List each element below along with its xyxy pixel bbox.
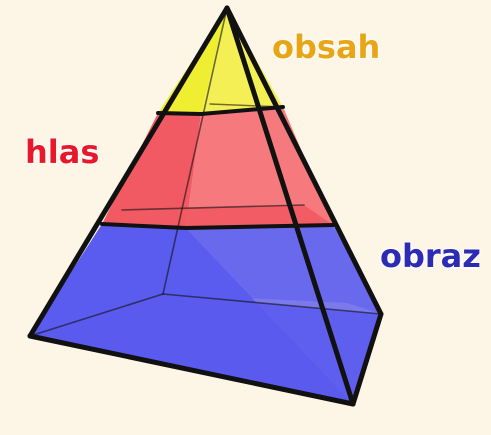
- layer-top: [158, 8, 283, 114]
- layer-top-label: obsah: [272, 31, 380, 63]
- layer-bottom-label: obraz: [380, 240, 481, 272]
- layer-middle-label: hlas: [25, 136, 99, 168]
